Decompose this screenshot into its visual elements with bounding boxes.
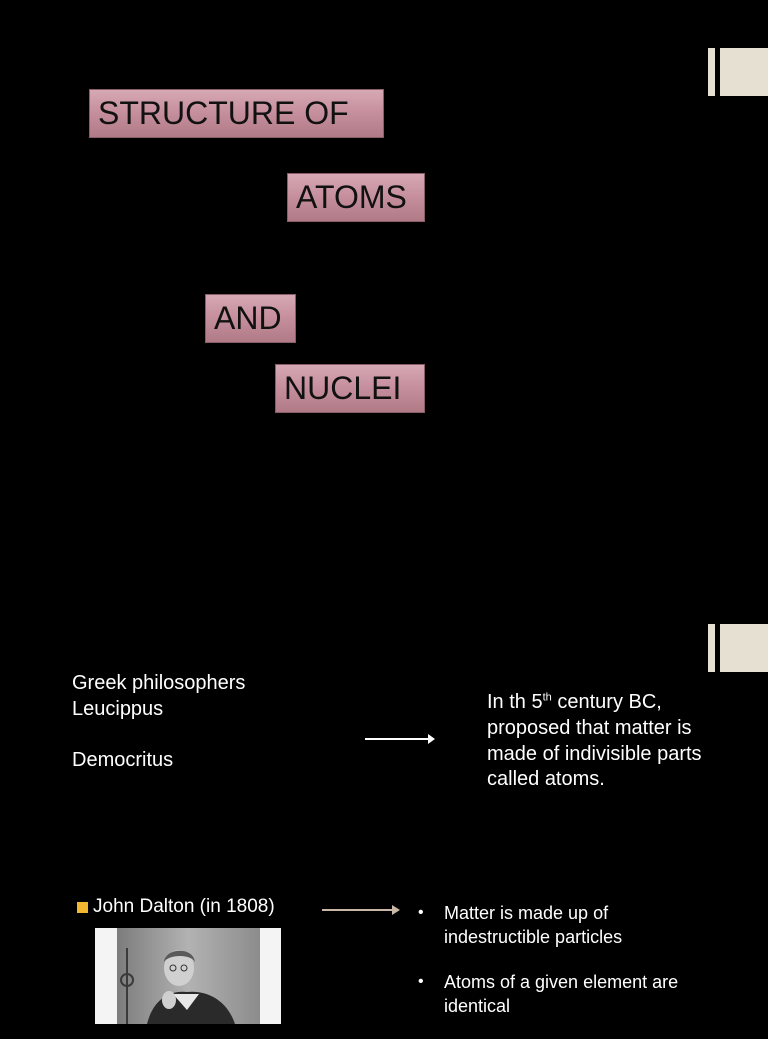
bullet-dot-icon: • — [418, 904, 424, 921]
list-item: • Matter is made up of indestructible pa… — [418, 903, 623, 947]
bullet-dot-icon: • — [418, 973, 424, 990]
list-item: • Atoms of a given element are identical — [418, 972, 679, 1016]
title-slide: STRUCTURE OF ATOMS AND NUCLEI — [89, 48, 768, 413]
philosophers-heading: Greek philosophers — [72, 672, 246, 694]
corner-accent-mark — [708, 624, 768, 672]
title-line-atoms: ATOMS — [287, 173, 425, 222]
atoms-proposal-line1: In th 5th century BC, — [487, 691, 662, 713]
atoms-proposal-line3: made of indivisible parts — [487, 743, 702, 765]
philosopher-leucippus: Leucippus — [72, 698, 164, 720]
corner-accent-mark — [708, 48, 768, 96]
philosopher-democritus: Democritus — [72, 749, 174, 771]
title-line-nuclei: NUCLEI — [275, 364, 425, 413]
dalton-label: John Dalton (in 1808) — [93, 896, 275, 917]
title-line-structure-of: STRUCTURE OF — [89, 89, 384, 138]
atoms-proposal-line2: proposed that matter is — [487, 717, 692, 739]
arrow-right-icon — [365, 733, 435, 745]
dalton-portrait-image — [95, 928, 281, 1024]
arrow-right-icon — [322, 904, 400, 916]
atoms-proposal-line4: called atoms. — [487, 768, 605, 790]
square-bullet-icon — [77, 902, 88, 913]
dalton-postulates-list: • Matter is made up of indestructible pa… — [418, 901, 678, 1039]
title-line-and: AND — [205, 294, 296, 343]
atomic-history-slide: Greek philosophers Leucippus Democritus … — [0, 600, 768, 1024]
